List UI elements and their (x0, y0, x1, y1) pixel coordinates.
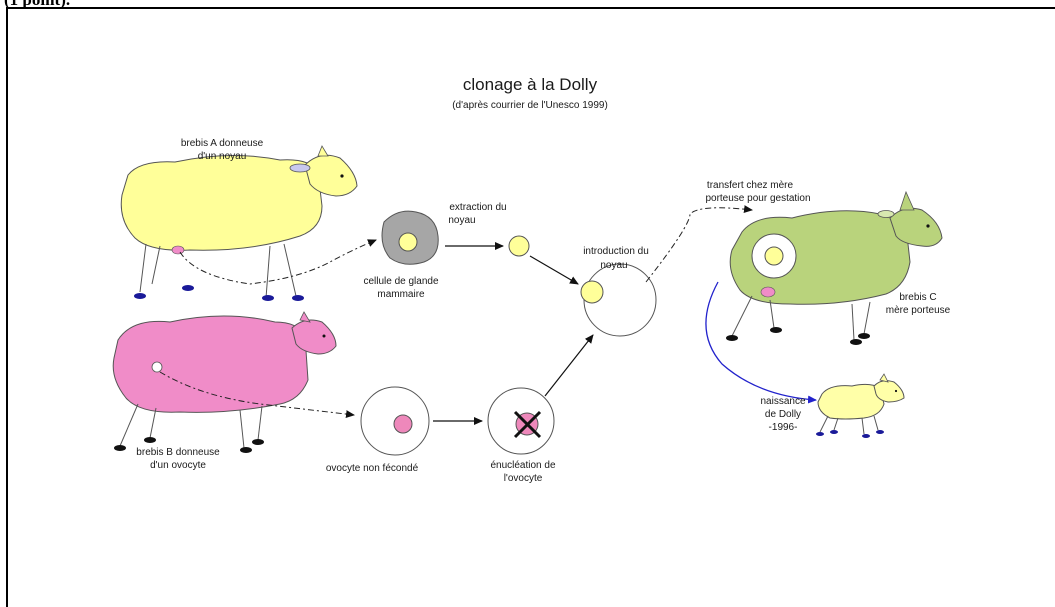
extracted-nucleus (509, 236, 529, 256)
arrow-nucleus-to-oocyte (530, 256, 578, 284)
dolly-lamb (816, 374, 904, 438)
label-mammary-2: mammaire (377, 289, 425, 300)
arrow-enucleation-to-introduction (545, 335, 593, 396)
label-sheep-a-2: d'un noyau (198, 151, 247, 162)
sheep-c (726, 192, 942, 345)
label-extraction-1: extraction du (449, 202, 506, 213)
label-sheep-c-1: brebis C (899, 292, 936, 303)
label-birth-3: -1996- (769, 422, 798, 433)
label-extraction-2: noyau (448, 215, 475, 226)
label-oocyte: ovocyte non fécondé (326, 463, 419, 474)
label-mammary-1: cellule de glande (363, 276, 438, 287)
mammary-cell (382, 211, 438, 264)
label-enucleation-2: l'ovocyte (504, 473, 543, 484)
label-sheep-a-1: brebis A donneuse (181, 138, 264, 149)
oocyte-nucleus (394, 415, 412, 433)
label-enucleation-1: énucléation de (490, 460, 555, 471)
label-birth-2: de Dolly (765, 409, 801, 420)
label-sheep-b-2: d'un ovocyte (150, 460, 206, 471)
label-sheep-c-2: mère porteuse (886, 305, 951, 316)
label-transfer-2: porteuse pour gestation (705, 193, 810, 204)
label-introduction-1: introduction du (583, 246, 649, 257)
sheep-b (113, 312, 336, 453)
sheep-a (121, 146, 357, 301)
label-transfer-1: transfert chez mère (707, 180, 794, 191)
label-birth-1: naissance (760, 396, 805, 407)
diagram-subtitle: (d'après courrier de l'Unesco 1999) (452, 100, 608, 111)
introduced-nucleus (581, 281, 603, 303)
diagram-title: clonage à la Dolly (463, 75, 598, 94)
label-sheep-b-1: brebis B donneuse (136, 447, 220, 458)
label-introduction-2: noyau (600, 260, 627, 271)
